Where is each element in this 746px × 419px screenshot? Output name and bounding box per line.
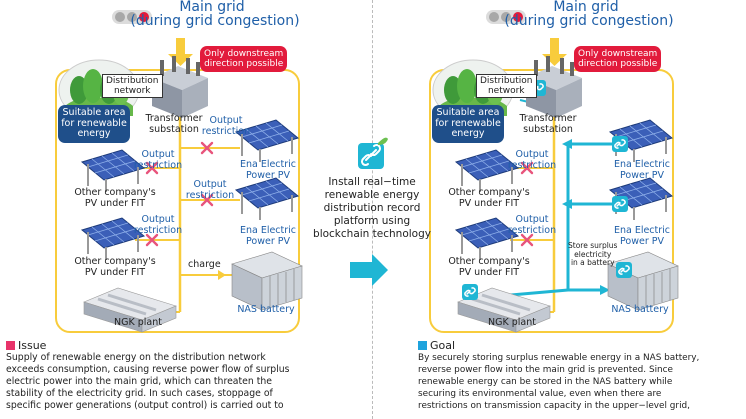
goal-body: By securely storing surplus renewable en… bbox=[418, 353, 700, 411]
right-ena-pv-1: Ena Electric Power PV bbox=[613, 159, 671, 181]
panel-divider bbox=[372, 0, 373, 419]
left-other-pv-2: Other company's PV under FIT bbox=[74, 256, 156, 278]
left-distribution-network-label: Distribution network bbox=[102, 74, 163, 98]
left-grid-title: Main grid bbox=[179, 0, 245, 15]
right-store-label: Store surplus electricity in a battery bbox=[568, 241, 618, 267]
traffic-light-icon-right bbox=[486, 10, 526, 24]
right-other-pv-1: Other company's PV under FIT bbox=[448, 187, 530, 209]
left-ena-pv-1: Ena Electric Power PV bbox=[239, 159, 297, 181]
right-nas-label: NAS battery bbox=[611, 304, 669, 315]
right-grid-title: Main grid bbox=[553, 0, 619, 15]
left-restriction-1: Output restriction bbox=[201, 115, 251, 137]
center-description: Install real−time renewable energy distr… bbox=[313, 176, 431, 240]
issue-section: Issue Supply of renewable energy on the … bbox=[6, 340, 366, 412]
left-grid-subtitle: (during grid congestion) bbox=[130, 13, 300, 29]
left-restriction-2: Output restriction bbox=[133, 149, 183, 171]
right-ena-pv-2: Ena Electric Power PV bbox=[613, 225, 671, 247]
center-chain-icon bbox=[358, 137, 388, 169]
left-charge-label: charge bbox=[188, 259, 221, 270]
left-transformer-label: Transformer substation bbox=[145, 113, 203, 135]
left-ngk-label: NGK plant bbox=[114, 317, 162, 328]
issue-square-icon bbox=[6, 341, 15, 350]
goal-heading: Goal bbox=[418, 340, 744, 352]
right-ngk-label: NGK plant bbox=[488, 317, 536, 328]
issue-heading: Issue bbox=[6, 340, 366, 352]
right-other-pv-2: Other company's PV under FIT bbox=[448, 256, 530, 278]
right-suitable-area-label: Suitable area for renewable energy bbox=[432, 105, 504, 143]
goal-square-icon bbox=[418, 341, 427, 350]
right-transformer-label: Transformer substation bbox=[519, 113, 577, 135]
left-ena-pv-2: Ena Electric Power PV bbox=[239, 225, 297, 247]
left-restriction-3: Output restriction bbox=[185, 179, 235, 201]
left-other-pv-1: Other company's PV under FIT bbox=[74, 187, 156, 209]
right-restriction-2: Output restriction bbox=[507, 214, 557, 236]
left-nas-label: NAS battery bbox=[237, 304, 295, 315]
right-grid-subtitle: (during grid congestion) bbox=[504, 13, 674, 29]
traffic-light-icon-left bbox=[112, 10, 152, 24]
goal-section: Goal By securely storing surplus renewab… bbox=[418, 340, 744, 412]
issue-body: Supply of renewable energy on the distri… bbox=[6, 352, 290, 411]
right-distribution-network-label: Distribution network bbox=[476, 74, 537, 98]
right-direction-note: Only downstream direction possible bbox=[574, 46, 662, 72]
left-suitable-area-label: Suitable area for renewable energy bbox=[58, 105, 130, 143]
right-restriction-1: Output restriction bbox=[507, 149, 557, 171]
left-restriction-4: Output restriction bbox=[133, 214, 183, 236]
left-direction-note: Only downstream direction possible bbox=[200, 46, 288, 72]
